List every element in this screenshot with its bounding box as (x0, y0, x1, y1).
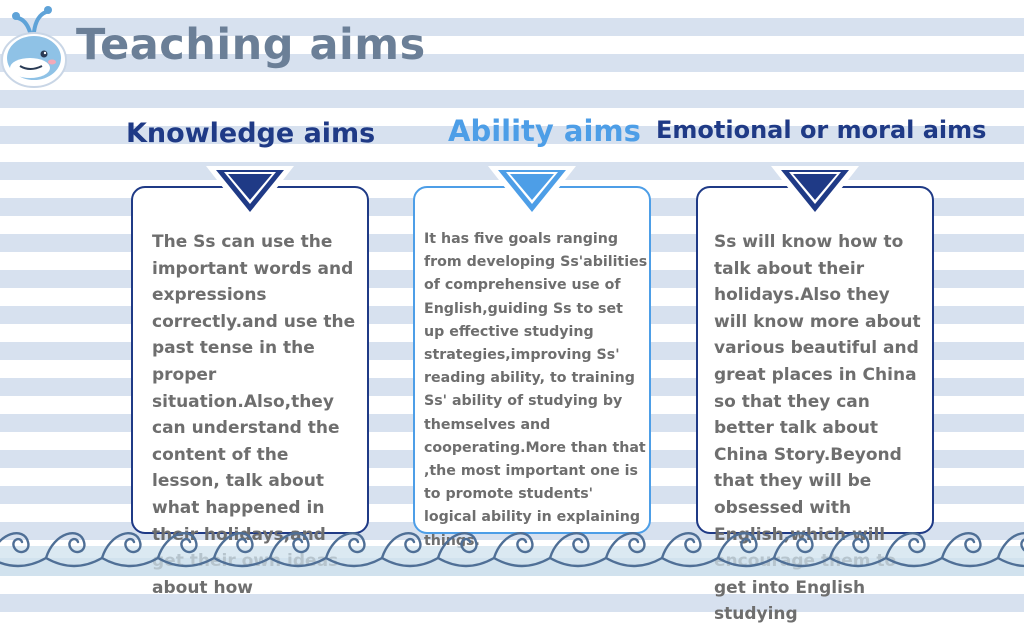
whale-icon (1, 6, 67, 88)
knowledge-aims-card (131, 186, 369, 534)
wave-curl (324, 532, 384, 568)
wave-curl (436, 532, 496, 568)
wave-curl (772, 532, 832, 568)
wave-curl (548, 532, 608, 568)
chevron-down-icon (488, 166, 576, 222)
wave-curl (828, 532, 888, 568)
wave-curl (212, 532, 272, 568)
wave-curl (716, 532, 776, 568)
wave-curl (44, 532, 104, 568)
wave-curl (0, 532, 48, 568)
emotional-aims-heading: Emotional or moral aims (656, 116, 987, 144)
page-title: Teaching aims (76, 20, 426, 70)
ability-aims-heading: Ability aims (448, 114, 641, 148)
wave-curl (156, 532, 216, 568)
wave-curl (996, 532, 1024, 568)
slide-header: Teaching aims (0, 0, 520, 92)
wave-curl (940, 532, 1000, 568)
wave-curl (604, 532, 664, 568)
wave-curl (380, 532, 440, 568)
wave-spiral-border (0, 532, 1024, 568)
ability-aims-text: It has five goals ranging from developin… (424, 231, 648, 549)
knowledge-aims-heading: Knowledge aims (126, 118, 376, 149)
knowledge-aims-text: The Ss can use the important words and e… (152, 232, 356, 598)
wave-curl (268, 532, 328, 568)
wave-curl (884, 532, 944, 568)
wave-curl (492, 532, 552, 568)
chevron-down-icon (206, 166, 294, 222)
bottom-band (0, 546, 1024, 576)
wave-curl (100, 532, 160, 568)
wave-curl (660, 532, 720, 568)
chevron-down-icon (771, 166, 859, 222)
